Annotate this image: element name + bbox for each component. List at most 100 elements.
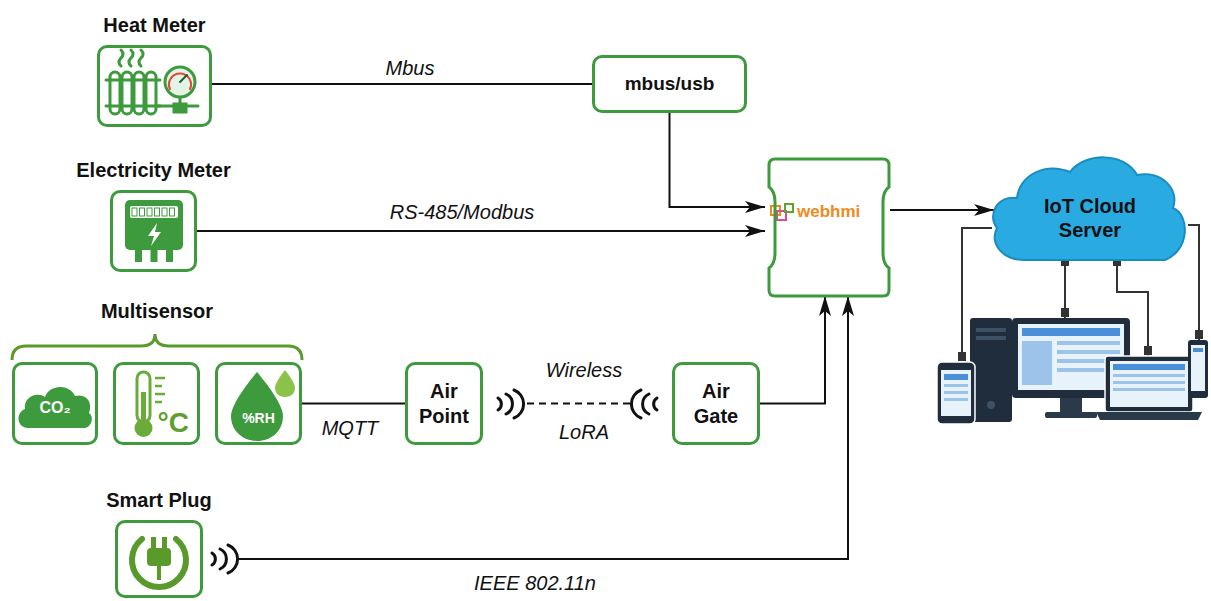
wireless-wave-symbol <box>506 394 512 414</box>
tablet <box>1188 340 1208 398</box>
electricity-meter-icon <box>170 208 175 216</box>
connector <box>203 296 848 559</box>
connector <box>760 296 825 404</box>
monitor <box>1057 341 1120 345</box>
wireless-wave-symbol <box>631 390 641 418</box>
heat-meter-icon <box>106 105 160 108</box>
link-label: Mbus <box>383 57 438 80</box>
heat-meter-icon <box>122 72 132 114</box>
laptop <box>1110 361 1188 407</box>
link-label: Wireless <box>543 359 626 382</box>
laptop <box>1096 412 1202 420</box>
heat-meter-icon <box>134 72 144 114</box>
radio-node-box: Air Point <box>405 362 483 445</box>
laptop <box>1105 356 1193 412</box>
thermometer-icon <box>155 377 165 380</box>
laptop <box>1096 356 1202 420</box>
smart-plug-icon <box>162 537 167 549</box>
co2-sensor-box: CO₂ <box>12 362 98 445</box>
wireless-wave-symbol <box>643 394 649 414</box>
gateway-logo-text: webhmi <box>797 202 860 222</box>
link-label: MQTT <box>319 417 382 440</box>
webhmi-logo <box>785 204 793 212</box>
desktop-tower <box>976 336 1006 340</box>
connector <box>890 209 994 211</box>
heat-meter-icon <box>110 72 120 114</box>
box-label: Air Gate <box>681 379 751 429</box>
electricity-meter-icon <box>155 208 160 216</box>
smartphone <box>944 391 968 394</box>
tablet <box>1188 340 1208 398</box>
connector <box>483 403 672 405</box>
converter-box: mbus/usb <box>592 55 747 113</box>
sensor-group: MultisensorCO₂ °C %RH <box>8 300 306 448</box>
monitor <box>1057 350 1120 354</box>
electricity-meter-icon <box>140 208 145 216</box>
multisensor-bracket <box>12 334 302 360</box>
cloud-shape <box>993 157 1185 260</box>
heat-meter-icon <box>165 67 195 97</box>
thermometer-icon <box>155 401 162 404</box>
connector-plug <box>1195 330 1203 339</box>
connector <box>302 403 405 405</box>
electricity-meter-icon <box>125 200 183 250</box>
laptop <box>1113 388 1185 391</box>
laptop <box>1113 364 1185 370</box>
smart-plug-icon <box>132 537 186 587</box>
smart-plug-icon <box>147 548 171 566</box>
cloud-server: IoT Cloud Server <box>985 150 1195 265</box>
humidity-drops-icon <box>275 370 295 397</box>
connector-plug <box>958 352 966 361</box>
electricity-meter-icon <box>166 250 173 262</box>
heat-meter-icon <box>174 104 186 112</box>
group-heading: Multisensor <box>8 300 306 323</box>
electricity-meter-icon <box>132 208 137 216</box>
smartphone <box>944 384 968 387</box>
laptop <box>1113 381 1185 384</box>
electricity-meter-icon <box>130 206 178 218</box>
smart-plug-icon <box>151 537 156 549</box>
desktop-tower <box>970 318 1012 422</box>
device-heading: Smart Plug <box>39 489 279 512</box>
box-label: Air Point <box>414 379 474 429</box>
heat-meter-icon <box>169 73 191 89</box>
electricity-meter-icon <box>148 223 161 246</box>
electricity-meter-icon <box>162 208 167 216</box>
monitor <box>1060 398 1082 412</box>
monitor <box>1022 341 1052 385</box>
laptop <box>1113 374 1185 377</box>
smart-plug-box: Smart Plug <box>115 520 203 598</box>
sensor-label: °C <box>158 409 189 437</box>
connector-plug <box>1144 346 1152 355</box>
link-label: RS-485/Modbus <box>387 201 538 224</box>
humidity-drops-icon <box>231 372 283 441</box>
connector <box>670 113 766 207</box>
thermometer-icon <box>155 385 162 388</box>
smartphone <box>937 362 975 424</box>
cloud-label: IoT Cloud Server <box>1020 194 1160 242</box>
temperature-sensor-box: °C <box>113 362 200 445</box>
smart-plug-icon <box>157 565 161 580</box>
electricity-meter-icon <box>125 200 183 262</box>
device-heading: Electricity Meter <box>34 159 274 182</box>
heat-meter-icon <box>146 72 156 114</box>
wireless-wave-symbol <box>654 398 657 410</box>
monitor <box>1045 412 1097 418</box>
multisensor-bracket <box>12 334 302 360</box>
heat-meter-icon <box>106 79 160 82</box>
connector-plug <box>1061 308 1069 317</box>
link-label: IEEE 802.11n <box>471 572 599 595</box>
sensor-label: CO₂ <box>39 399 70 417</box>
heat-meter-icon <box>180 75 187 82</box>
heat-meter-icon <box>129 50 133 66</box>
wireless-wave-symbol <box>212 553 215 565</box>
desktop-tower <box>970 318 1012 422</box>
electricity-meter-icon <box>135 250 142 262</box>
tablet <box>1193 348 1203 352</box>
co2-cloud-icon <box>19 387 92 428</box>
humidity-sensor-box: %RH <box>215 362 302 445</box>
heat-meter-icon <box>139 50 143 66</box>
gateway-outline <box>769 159 889 296</box>
electricity-meter-box: Electricity Meter <box>110 190 197 272</box>
